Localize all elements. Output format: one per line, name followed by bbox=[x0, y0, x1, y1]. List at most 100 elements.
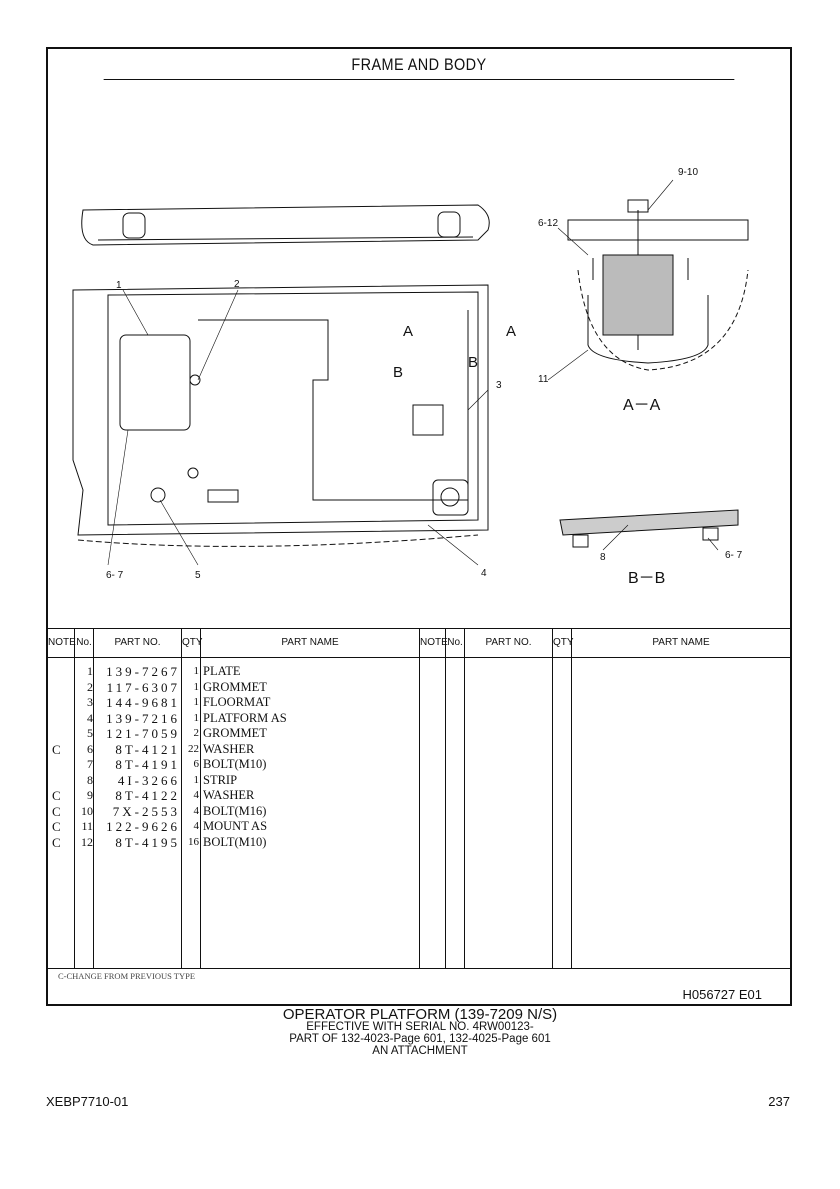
callout-6-7-right: 6- 7 bbox=[725, 550, 743, 561]
caption-title: OPERATOR PLATFORM (139-7209 N/S) bbox=[282, 1006, 558, 1023]
exploded-diagram: 1 2 3 4 5 6- 7 6- 7 9-10 6-12 11 8 A A B… bbox=[72, 167, 749, 587]
callout-9-10: 9-10 bbox=[678, 167, 698, 178]
callout-6-12: 6-12 bbox=[538, 218, 558, 229]
cell-note: C bbox=[52, 741, 61, 757]
cell-part-no: 139-7267 bbox=[106, 664, 180, 679]
cell-qty: 4 bbox=[193, 789, 200, 801]
cell-qty: 1 bbox=[193, 773, 200, 786]
cell-name: PLATFORM AS bbox=[203, 710, 287, 725]
parts-frame: FRAME AND BODY 1 bbox=[46, 47, 792, 1006]
cell-name: BOLT(M16) bbox=[203, 803, 267, 818]
cell-qty: 2 bbox=[193, 727, 200, 739]
cell-qty: 1 bbox=[193, 711, 200, 724]
cell-qty: 6 bbox=[193, 758, 200, 770]
cell-qty: 4 bbox=[193, 820, 200, 832]
cell-no: 1 bbox=[87, 664, 93, 678]
change-legend: C-CHANGE FROM PREVIOUS TYPE bbox=[58, 971, 196, 981]
caption-attachment: AN ATTACHMENT bbox=[372, 1045, 468, 1057]
illustration-id: H056727 E01 bbox=[682, 987, 762, 1002]
cell-qty: 1 bbox=[193, 680, 200, 693]
cell-no: 5 bbox=[87, 726, 93, 740]
caption-serial: EFFECTIVE WITH SERIAL NO. 4RW00123- bbox=[306, 1021, 534, 1033]
cell-no: 4 bbox=[87, 710, 93, 725]
callout-3: 3 bbox=[496, 380, 502, 391]
cell-name: GROMMET bbox=[203, 679, 267, 694]
cell-part-no: 7X-2553 bbox=[112, 803, 180, 819]
cell-no: 8 bbox=[87, 772, 93, 787]
cell-part-no: 122-9626 bbox=[106, 819, 180, 834]
cell-qty: 4 bbox=[193, 804, 200, 817]
section-mark-b: B bbox=[393, 364, 403, 381]
cell-note: C bbox=[52, 819, 61, 834]
header-part-no-2: PART NO. bbox=[465, 629, 553, 657]
cell-name: FLOORMAT bbox=[203, 695, 271, 709]
cell-note: C bbox=[52, 788, 61, 803]
cell-no: 12 bbox=[81, 834, 93, 849]
cell-no: 3 bbox=[87, 695, 93, 709]
header-note-2: NOTE bbox=[420, 629, 448, 657]
callout-6-7-left: 6- 7 bbox=[106, 570, 124, 581]
header-qty: QTY bbox=[182, 629, 203, 657]
cell-no: 11 bbox=[81, 819, 93, 833]
platform-top-view bbox=[81, 204, 490, 246]
cell-note: C bbox=[52, 834, 61, 850]
callout-11: 11 bbox=[538, 374, 549, 385]
section-a-label: A－A bbox=[623, 397, 661, 414]
cell-part-no: 8T-4195 bbox=[115, 834, 180, 850]
platform-plan-view bbox=[72, 284, 489, 547]
cell-no: 10 bbox=[81, 803, 93, 818]
cell-qty: 16 bbox=[188, 835, 199, 848]
cell-no: 9 bbox=[87, 788, 93, 802]
cell-part-no: 8T-4122 bbox=[115, 788, 180, 803]
section-a-view bbox=[567, 199, 749, 371]
cell-no: 7 bbox=[87, 757, 93, 771]
header-part-name-2: PART NAME bbox=[652, 637, 710, 648]
header-part-no: PART NO. bbox=[94, 629, 182, 657]
table-row: C 12 8T-4195 16 BOLT(M10) bbox=[48, 835, 420, 851]
page-number: 237 bbox=[768, 1094, 790, 1109]
caption-part-of: PART OF 132-4023-Page 601, 132-4025-Page… bbox=[289, 1033, 551, 1045]
cell-no: 2 bbox=[87, 679, 93, 694]
cell-part-no: 121-7059 bbox=[106, 726, 180, 741]
cell-part-no: 144-9681 bbox=[106, 695, 180, 710]
cell-name: MOUNT AS bbox=[203, 819, 268, 833]
cell-no: 6 bbox=[87, 741, 93, 756]
cell-qty: 1 bbox=[193, 696, 200, 708]
header-no-2: No. bbox=[446, 629, 465, 657]
cell-part-no: 8T-4191 bbox=[115, 757, 180, 772]
cell-name: STRIP bbox=[203, 772, 238, 787]
section-mark-a: A bbox=[403, 323, 413, 340]
cell-note: C bbox=[52, 803, 61, 819]
cell-name: GROMMET bbox=[203, 726, 267, 740]
section-mark-a: A bbox=[506, 323, 516, 340]
cell-name: BOLT(M10) bbox=[203, 834, 267, 849]
header-qty-2: QTY bbox=[553, 629, 574, 657]
section-mark-b: B bbox=[468, 354, 478, 371]
cell-part-no: 4I-3266 bbox=[117, 772, 180, 788]
callout-2: 2 bbox=[234, 279, 240, 290]
section-b-label: B－B bbox=[628, 570, 665, 587]
header-no: No. bbox=[75, 629, 94, 657]
caption-details: EFFECTIVE WITH SERIAL NO. 4RW00123- PART… bbox=[0, 1021, 840, 1057]
header-part-name: PART NAME bbox=[201, 629, 420, 657]
cell-qty: 22 bbox=[188, 742, 199, 755]
cell-name: PLATE bbox=[203, 664, 241, 678]
cell-part-no: 8T-4121 bbox=[115, 741, 180, 757]
doc-number: XEBP7710-01 bbox=[46, 1094, 129, 1109]
cell-part-no: 139-7216 bbox=[106, 710, 180, 726]
page-title: FRAME AND BODY bbox=[103, 49, 735, 80]
section-b-view bbox=[559, 509, 739, 548]
cell-name: WASHER bbox=[203, 788, 255, 802]
